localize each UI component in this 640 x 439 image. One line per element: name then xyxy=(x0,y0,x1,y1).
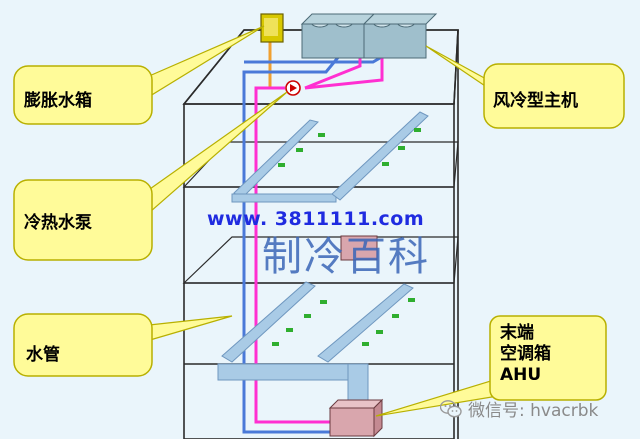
label-ahu-line3: AHU xyxy=(500,365,542,385)
callout-chiller xyxy=(425,45,625,129)
callout-pipe xyxy=(13,313,233,377)
label-water-pipe: 水管 xyxy=(26,345,60,365)
label-chiller: 风冷型主机 xyxy=(493,91,578,111)
watermark-site-name: 制冷百科 xyxy=(262,234,430,280)
expansion-tank-icon xyxy=(260,13,284,43)
ducts-lower xyxy=(217,281,414,405)
callout-pump xyxy=(13,91,288,261)
wechat-icon xyxy=(440,399,462,417)
label-expansion-tank: 膨胀水箱 xyxy=(24,91,92,111)
diffusers xyxy=(272,128,421,346)
supply-pipe xyxy=(304,58,384,90)
wechat-text: 微信号: hvacrbk xyxy=(468,401,599,421)
wechat-id: 微信号: hvacrbk xyxy=(440,396,598,421)
return-pipe xyxy=(242,54,342,434)
label-ahu-line1: 末端 xyxy=(500,323,534,343)
ahu-unit xyxy=(328,398,384,438)
label-pump: 冷热水泵 xyxy=(24,213,92,233)
watermark-url: www. 3811111.com xyxy=(207,208,425,230)
label-ahu-line2: 空调箱 xyxy=(500,344,551,364)
pump-icon xyxy=(285,80,301,96)
chiller-units xyxy=(300,13,438,59)
callout-ahu xyxy=(375,315,607,417)
ducts-upper xyxy=(231,111,429,203)
label-ahu: 末端 空调箱 AHU xyxy=(500,323,551,386)
callout-tank xyxy=(13,25,265,125)
indoor-unit xyxy=(340,235,378,261)
